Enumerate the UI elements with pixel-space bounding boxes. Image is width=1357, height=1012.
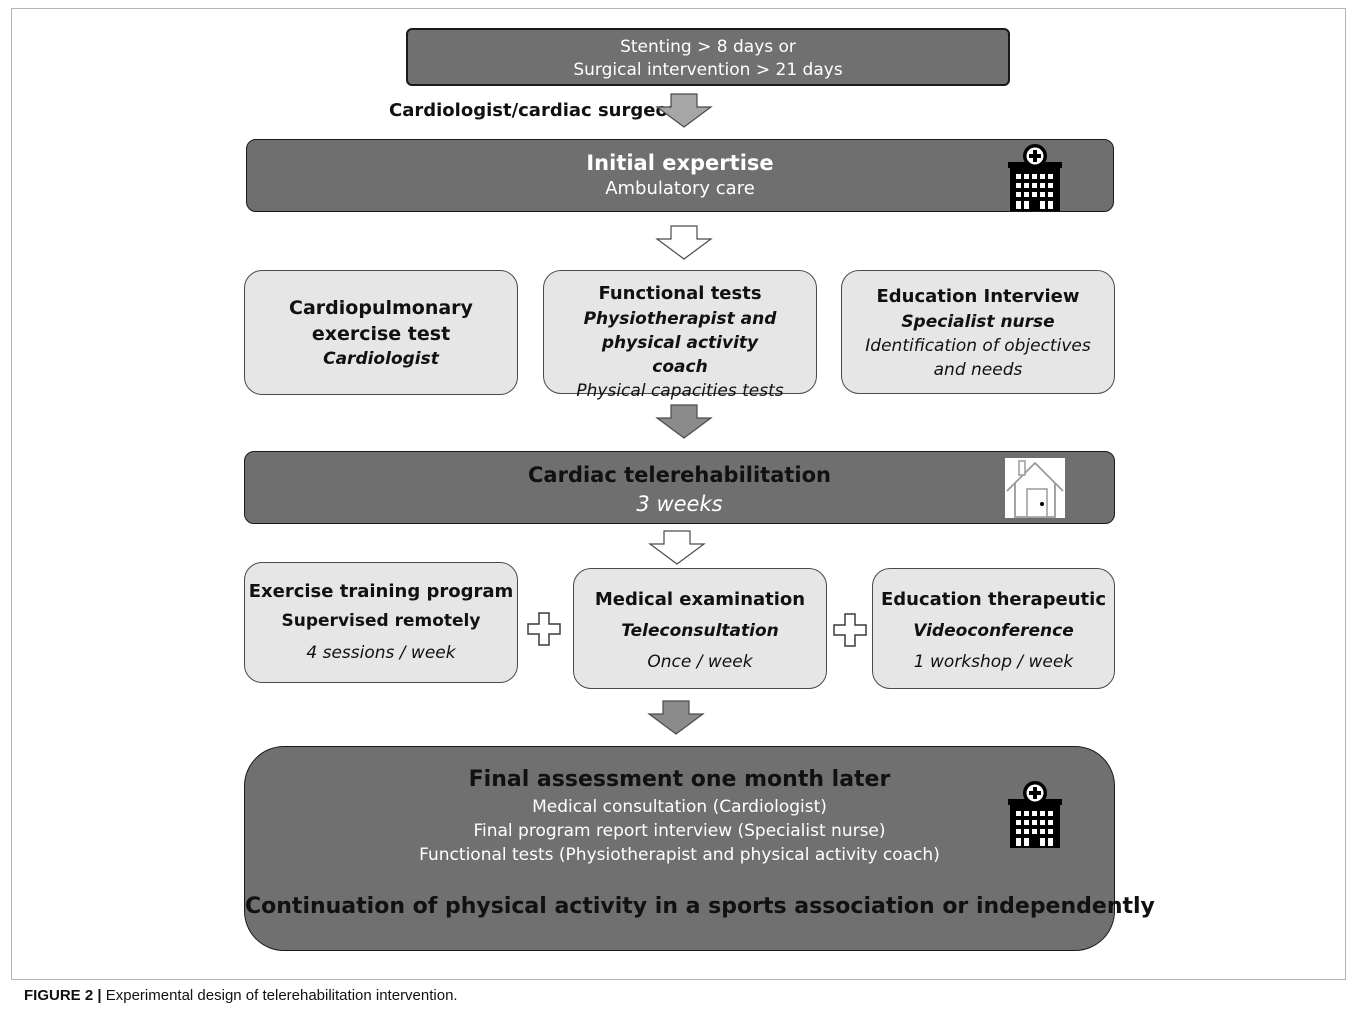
hospital-icon-final bbox=[1008, 781, 1062, 848]
telerehabilitation-title: Cardiac telerehabilitation bbox=[528, 463, 831, 487]
exercise-training-frequency: 4 sessions / week bbox=[306, 643, 456, 663]
final-assessment-title: Final assessment one month later bbox=[468, 767, 891, 792]
house-icon bbox=[1005, 458, 1065, 518]
arrow-label: Cardiologist/cardiac surgeon bbox=[389, 100, 681, 121]
initial-expertise-subtitle: Ambulatory care bbox=[605, 178, 755, 199]
education-therapeutic-frequency: 1 workshop / week bbox=[913, 652, 1074, 672]
final-conclusion: Continuation of physical activity in a s… bbox=[245, 894, 1155, 919]
plus-icon-2 bbox=[833, 613, 867, 647]
plus-icon-1 bbox=[527, 612, 561, 646]
cardiopulmonary-test-role: Cardiologist bbox=[323, 349, 439, 369]
figure-frame bbox=[11, 8, 1346, 980]
functional-tests-role: Physiotherapist and physical activity co… bbox=[583, 309, 777, 377]
exercise-training-mode: Supervised remotely bbox=[281, 611, 481, 631]
eligibility-surgery: Surgical intervention > 21 days bbox=[573, 60, 843, 80]
functional-tests-detail: Physical capacities tests bbox=[576, 381, 784, 401]
exercise-training-title: Exercise training program bbox=[248, 581, 514, 602]
medical-examination-box: Medical examination Teleconsultation Onc… bbox=[573, 568, 827, 689]
education-therapeutic-title: Education therapeutic bbox=[880, 589, 1107, 610]
down-arrow-5 bbox=[647, 700, 705, 735]
figure-caption-text: Experimental design of telerehabilitatio… bbox=[105, 987, 458, 1004]
cardiopulmonary-test-box: Cardiopulmonary exercise test Cardiologi… bbox=[244, 270, 518, 395]
telerehabilitation-duration: 3 weeks bbox=[636, 492, 723, 516]
education-interview-title: Education Interview bbox=[876, 286, 1080, 307]
figure-caption: FIGURE 2 | Experimental design of telere… bbox=[24, 987, 458, 1004]
initial-expertise-box: Initial expertise Ambulatory care bbox=[246, 139, 1114, 212]
initial-expertise-title: Initial expertise bbox=[586, 151, 774, 175]
final-assessment-box: Final assessment one month later Medical… bbox=[244, 746, 1155, 951]
down-arrow-3 bbox=[655, 404, 713, 439]
education-therapeutic-box: Education therapeutic Videoconference 1 … bbox=[872, 568, 1115, 689]
final-item-report: Final program report interview (Speciali… bbox=[473, 821, 886, 841]
eligibility-box: Stenting > 8 days or Surgical interventi… bbox=[406, 28, 1010, 86]
down-arrow-4 bbox=[648, 530, 706, 565]
figure-caption-label: FIGURE 2 | bbox=[24, 987, 102, 1004]
education-interview-role: Specialist nurse bbox=[901, 312, 1055, 332]
final-item-consultation: Medical consultation (Cardiologist) bbox=[532, 797, 827, 817]
medical-examination-title: Medical examination bbox=[594, 589, 806, 610]
medical-examination-mode: Teleconsultation bbox=[621, 621, 779, 641]
cardiopulmonary-test-title: Cardiopulmonary exercise test bbox=[289, 297, 473, 345]
education-therapeutic-mode: Videoconference bbox=[913, 621, 1074, 641]
final-item-functional-tests: Functional tests (Physiotherapist and ph… bbox=[419, 845, 940, 865]
functional-tests-box: Functional tests Physiotherapist and phy… bbox=[543, 270, 817, 401]
telerehabilitation-box: Cardiac telerehabilitation 3 weeks bbox=[244, 451, 1115, 524]
eligibility-stenting: Stenting > 8 days or bbox=[620, 37, 796, 57]
functional-tests-title: Functional tests bbox=[598, 283, 762, 304]
education-interview-box: Education Interview Specialist nurse Ide… bbox=[841, 270, 1115, 394]
hospital-icon bbox=[1008, 144, 1062, 211]
exercise-training-box: Exercise training program Supervised rem… bbox=[244, 562, 518, 683]
education-interview-detail: Identification of objectives and needs bbox=[865, 336, 1091, 380]
down-arrow-2 bbox=[655, 225, 713, 260]
down-arrow-1 bbox=[655, 93, 713, 128]
medical-examination-frequency: Once / week bbox=[647, 652, 753, 672]
